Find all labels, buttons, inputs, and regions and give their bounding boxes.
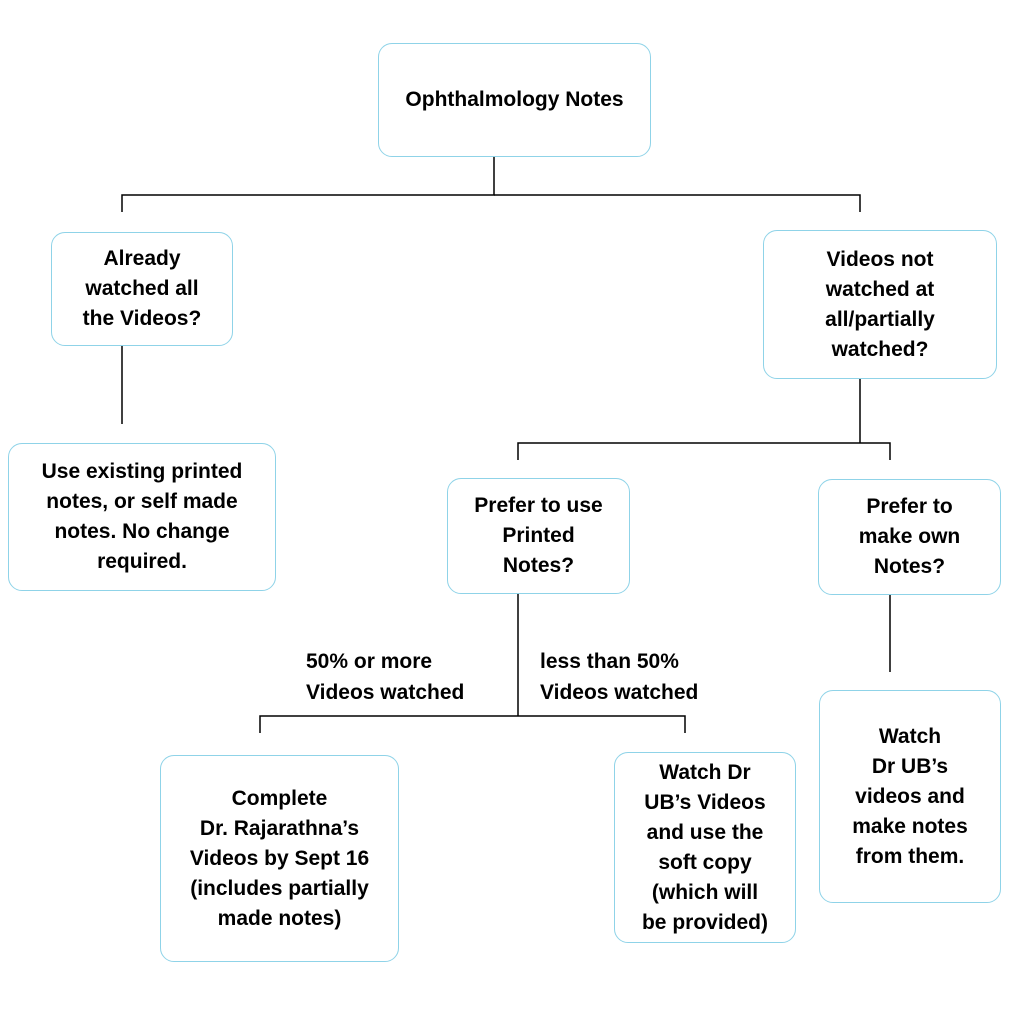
connector-notwatched-branches	[517, 442, 891, 460]
connector-root-branches	[121, 140, 495, 212]
node-label: Ophthalmology Notes	[405, 88, 624, 111]
edge-label-text: less than 50%Videos watched	[540, 650, 699, 704]
connector-root-right	[494, 194, 861, 212]
node-ophthalmology-notes: Ophthalmology Notes	[378, 43, 651, 157]
connector-printed-branches	[259, 715, 686, 733]
edge-label-less-than-fifty: less than 50%Videos watched	[540, 646, 698, 708]
